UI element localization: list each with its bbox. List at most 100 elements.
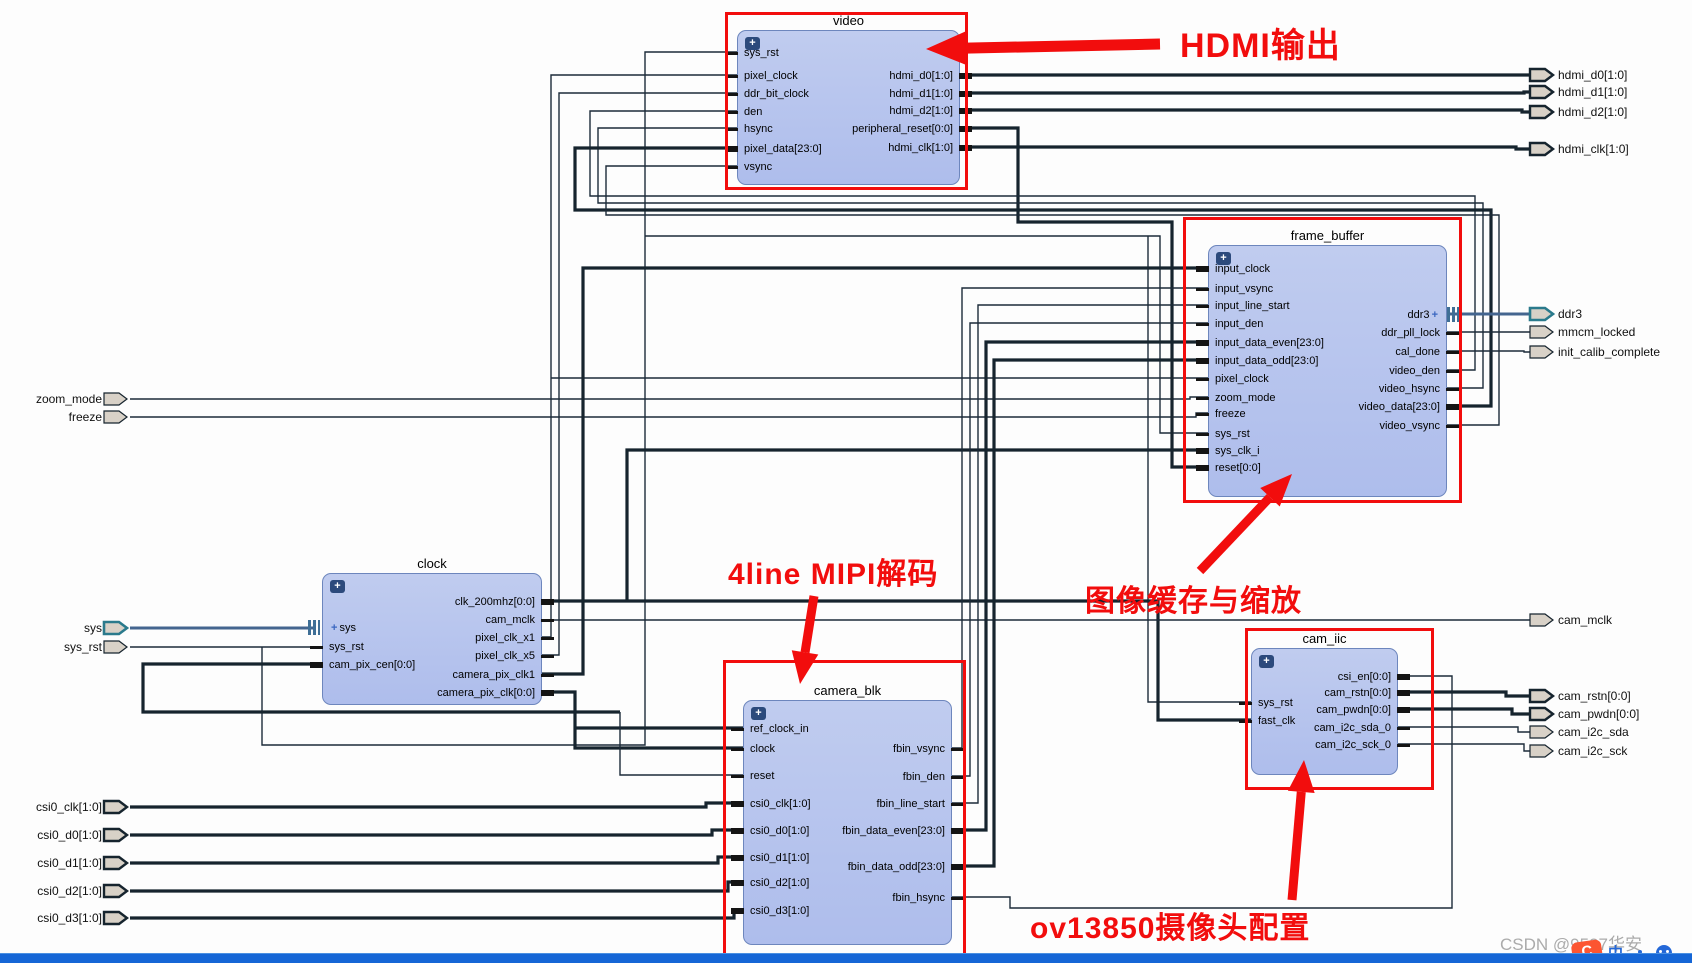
port-arrow-icon[interactable] (103, 392, 128, 406)
ip-block-frame_buffer[interactable]: input_clockinput_vsyncinput_line_startin… (1196, 245, 1459, 497)
port-arrow-icon[interactable] (102, 883, 129, 899)
port-clock-cam-pix-cen-0-0[interactable]: cam_pix_cen[0:0] (329, 657, 415, 673)
external-port-hdmi-d1-1-0[interactable]: hdmi_d1[1:0] (1558, 85, 1628, 99)
port-frame_buffer-pixel-clock[interactable]: pixel_clock (1215, 371, 1269, 387)
port-camera_blk-fbin-hsync[interactable]: fbin_hsync (892, 890, 945, 906)
port-frame_buffer-sys-rst[interactable]: sys_rst (1215, 426, 1250, 442)
port-arrow-icon[interactable] (102, 620, 130, 636)
port-arrow-icon[interactable] (102, 827, 129, 843)
expand-icon[interactable] (751, 707, 766, 720)
port-video-hdmi-d2-1-0[interactable]: hdmi_d2[1:0] (889, 103, 953, 119)
port-video-hsync[interactable]: hsync (744, 121, 773, 137)
port-camera_blk-clock[interactable]: clock (750, 741, 775, 757)
port-video-den[interactable]: den (744, 104, 762, 120)
wire[interactable] (130, 855, 743, 865)
port-cam_iic-fast-clk[interactable]: fast_clk (1258, 713, 1295, 729)
expand-icon[interactable] (1216, 252, 1231, 265)
wire[interactable] (1398, 726, 1530, 733)
port-video-pixel-clock[interactable]: pixel_clock (744, 68, 798, 84)
port-arrow-icon[interactable] (1528, 67, 1555, 83)
port-cam_iic-cam-pwdn-0-0[interactable]: cam_pwdn[0:0] (1316, 702, 1391, 718)
port-frame_buffer-ddr-pll-lock[interactable]: ddr_pll_lock (1381, 325, 1440, 341)
wire[interactable] (573, 146, 1493, 408)
wire[interactable] (542, 266, 1208, 676)
external-port-hdmi-d0-1-0[interactable]: hdmi_d0[1:0] (1558, 68, 1628, 82)
port-video-peripheral-reset-0-0[interactable]: peripheral_reset[0:0] (852, 121, 953, 137)
wire[interactable] (1398, 690, 1530, 698)
port-video-pixel-data-23-0[interactable]: pixel_data[23:0] (744, 141, 822, 157)
wire[interactable] (605, 165, 1500, 426)
port-arrow-icon[interactable] (102, 855, 129, 871)
external-port-init-calib-complete[interactable]: init_calib_complete (1558, 345, 1661, 359)
port-arrow-icon[interactable] (102, 799, 129, 815)
port-frame_buffer-video-data-23-0[interactable]: video_data[23:0] (1359, 399, 1440, 415)
port-camera_blk-fbin-data-odd-23-0[interactable]: fbin_data_odd[23:0] (848, 859, 945, 875)
port-frame_buffer-video-vsync[interactable]: video_vsync (1379, 418, 1440, 434)
port-frame_buffer-reset-0-0[interactable]: reset[0:0] (1215, 460, 1261, 476)
port-camera_blk-ref-clock-in[interactable]: ref_clock_in (750, 721, 809, 737)
port-arrow-icon[interactable] (1529, 325, 1554, 339)
wire[interactable] (960, 145, 1530, 151)
interface-plus-icon[interactable] (329, 622, 339, 634)
port-arrow-icon[interactable] (1528, 84, 1555, 100)
port-clock-clk-200mhz-0-0[interactable]: clk_200mhz[0:0] (455, 594, 535, 610)
port-camera_blk-fbin-vsync[interactable]: fbin_vsync (893, 741, 945, 757)
port-arrow-icon[interactable] (102, 910, 129, 926)
external-port-sys-rst[interactable]: sys_rst (63, 640, 102, 654)
port-frame_buffer-input-vsync[interactable]: input_vsync (1215, 281, 1273, 297)
port-camera_blk-fbin-line-start[interactable]: fbin_line_start (877, 796, 946, 812)
port-clock-sys[interactable]: sys (329, 620, 356, 636)
wire[interactable] (1147, 236, 1251, 703)
external-port-sys[interactable]: sys (84, 621, 102, 635)
wire[interactable] (130, 828, 743, 837)
port-clock-sys-rst[interactable]: sys_rst (329, 639, 364, 655)
ip-block-cam_iic[interactable]: sys_rstfast_clkcsi_en[0:0]cam_rstn[0:0]c… (1239, 648, 1410, 775)
port-frame_buffer-input-data-even-23-0[interactable]: input_data_even[23:0] (1215, 335, 1324, 351)
external-port-cam-mclk[interactable]: cam_mclk (1558, 613, 1613, 627)
port-clock-cam-mclk[interactable]: cam_mclk (485, 612, 535, 628)
port-video-hdmi-clk-1-0[interactable]: hdmi_clk[1:0] (888, 140, 953, 156)
port-frame_buffer-input-data-odd-23-0[interactable]: input_data_odd[23:0] (1215, 353, 1318, 369)
port-video-vsync[interactable]: vsync (744, 159, 772, 175)
port-arrow-icon[interactable] (1528, 141, 1555, 157)
port-arrow-icon[interactable] (1528, 104, 1555, 120)
external-port-csi0-d2-1-0[interactable]: csi0_d2[1:0] (37, 884, 102, 898)
port-frame_buffer-input-den[interactable]: input_den (1215, 316, 1263, 332)
wire[interactable] (589, 110, 1476, 371)
port-video-ddr-bit-clock[interactable]: ddr_bit_clock (744, 86, 809, 102)
expand-icon[interactable] (330, 580, 345, 593)
expand-icon[interactable] (745, 37, 760, 50)
ip-block-video[interactable]: sys_rstpixel_clockddr_bit_clockdenhsyncp… (725, 30, 972, 185)
port-camera_blk-fbin-data-even-23-0[interactable]: fbin_data_even[23:0] (842, 823, 945, 839)
wire[interactable] (1398, 707, 1530, 716)
port-arrow-icon[interactable] (1529, 613, 1554, 627)
port-cam_iic-cam-i2c-sda-0[interactable]: cam_i2c_sda_0 (1314, 720, 1391, 736)
port-arrow-icon[interactable] (103, 640, 128, 654)
port-camera_blk-csi0-d3-1-0[interactable]: csi0_d3[1:0] (750, 903, 809, 919)
port-camera_blk-csi0-d2-1-0[interactable]: csi0_d2[1:0] (750, 875, 809, 891)
port-frame_buffer-input-clock[interactable]: input_clock (1215, 261, 1270, 277)
port-clock-pixel-clk-x1[interactable]: pixel_clk_x1 (475, 630, 535, 646)
wire[interactable] (542, 690, 743, 750)
wire[interactable] (625, 448, 1208, 601)
external-port-cam-i2c-sda[interactable]: cam_i2c_sda (1558, 725, 1629, 739)
port-frame_buffer-zoom-mode[interactable]: zoom_mode (1215, 390, 1276, 406)
port-camera_blk-csi0-d1-1-0[interactable]: csi0_d1[1:0] (750, 850, 809, 866)
port-arrow-icon[interactable] (1528, 306, 1556, 322)
wire[interactable] (619, 712, 743, 776)
port-frame_buffer-video-hsync[interactable]: video_hsync (1379, 381, 1440, 397)
port-arrow-icon[interactable] (1529, 725, 1554, 739)
wire[interactable] (952, 340, 1208, 832)
port-clock-camera-pix-clk-0-0[interactable]: camera_pix_clk[0:0] (437, 685, 535, 701)
external-port-csi0-d0-1-0[interactable]: csi0_d0[1:0] (37, 828, 102, 842)
port-cam_iic-cam-i2c-sck-0[interactable]: cam_i2c_sck_0 (1315, 737, 1391, 753)
port-arrow-icon[interactable] (1528, 688, 1555, 704)
wire[interactable] (960, 90, 1530, 95)
external-port-cam-rstn-0-0[interactable]: cam_rstn[0:0] (1558, 689, 1631, 703)
wire[interactable] (960, 126, 1208, 469)
wire[interactable] (141, 662, 620, 714)
external-port-zoom-mode[interactable]: zoom_mode (35, 392, 102, 406)
port-frame_buffer-ddr3[interactable]: ddr3 (1408, 307, 1440, 323)
port-video-hdmi-d0-1-0[interactable]: hdmi_d0[1:0] (889, 68, 953, 84)
ip-block-clock[interactable]: sys sys_rst cam_pix_cen[0:0] clk_200mhz[0:0… (308, 573, 554, 705)
